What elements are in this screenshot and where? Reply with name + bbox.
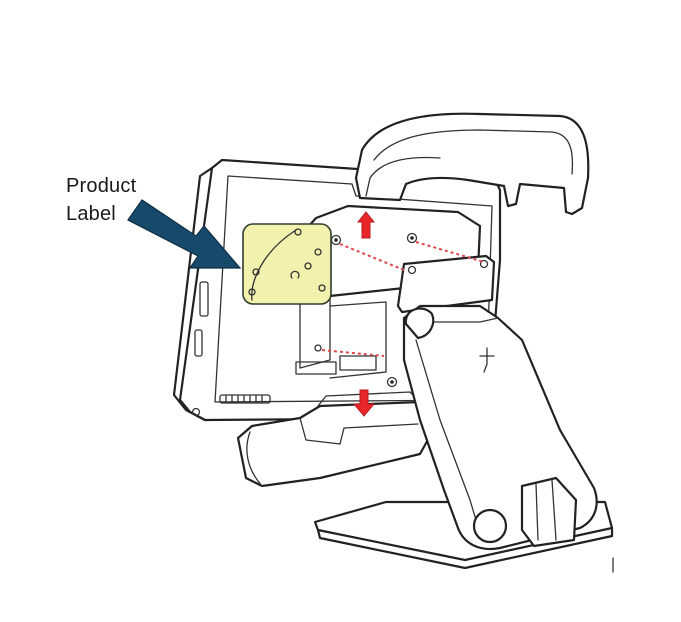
alignment-guides [321,241,485,357]
callout-arrow-icon [127,199,242,269]
product-label-highlight [242,223,332,305]
vent-grille [225,395,263,403]
arm-mount-plate [396,254,496,314]
move-down-arrow [352,389,376,417]
stand-leg [402,304,598,551]
move-up-arrow [356,211,376,239]
top-handle-bracket [354,112,590,216]
product-label-text-line2: Label [66,203,116,225]
product-label-text-line1: Product [66,175,137,197]
